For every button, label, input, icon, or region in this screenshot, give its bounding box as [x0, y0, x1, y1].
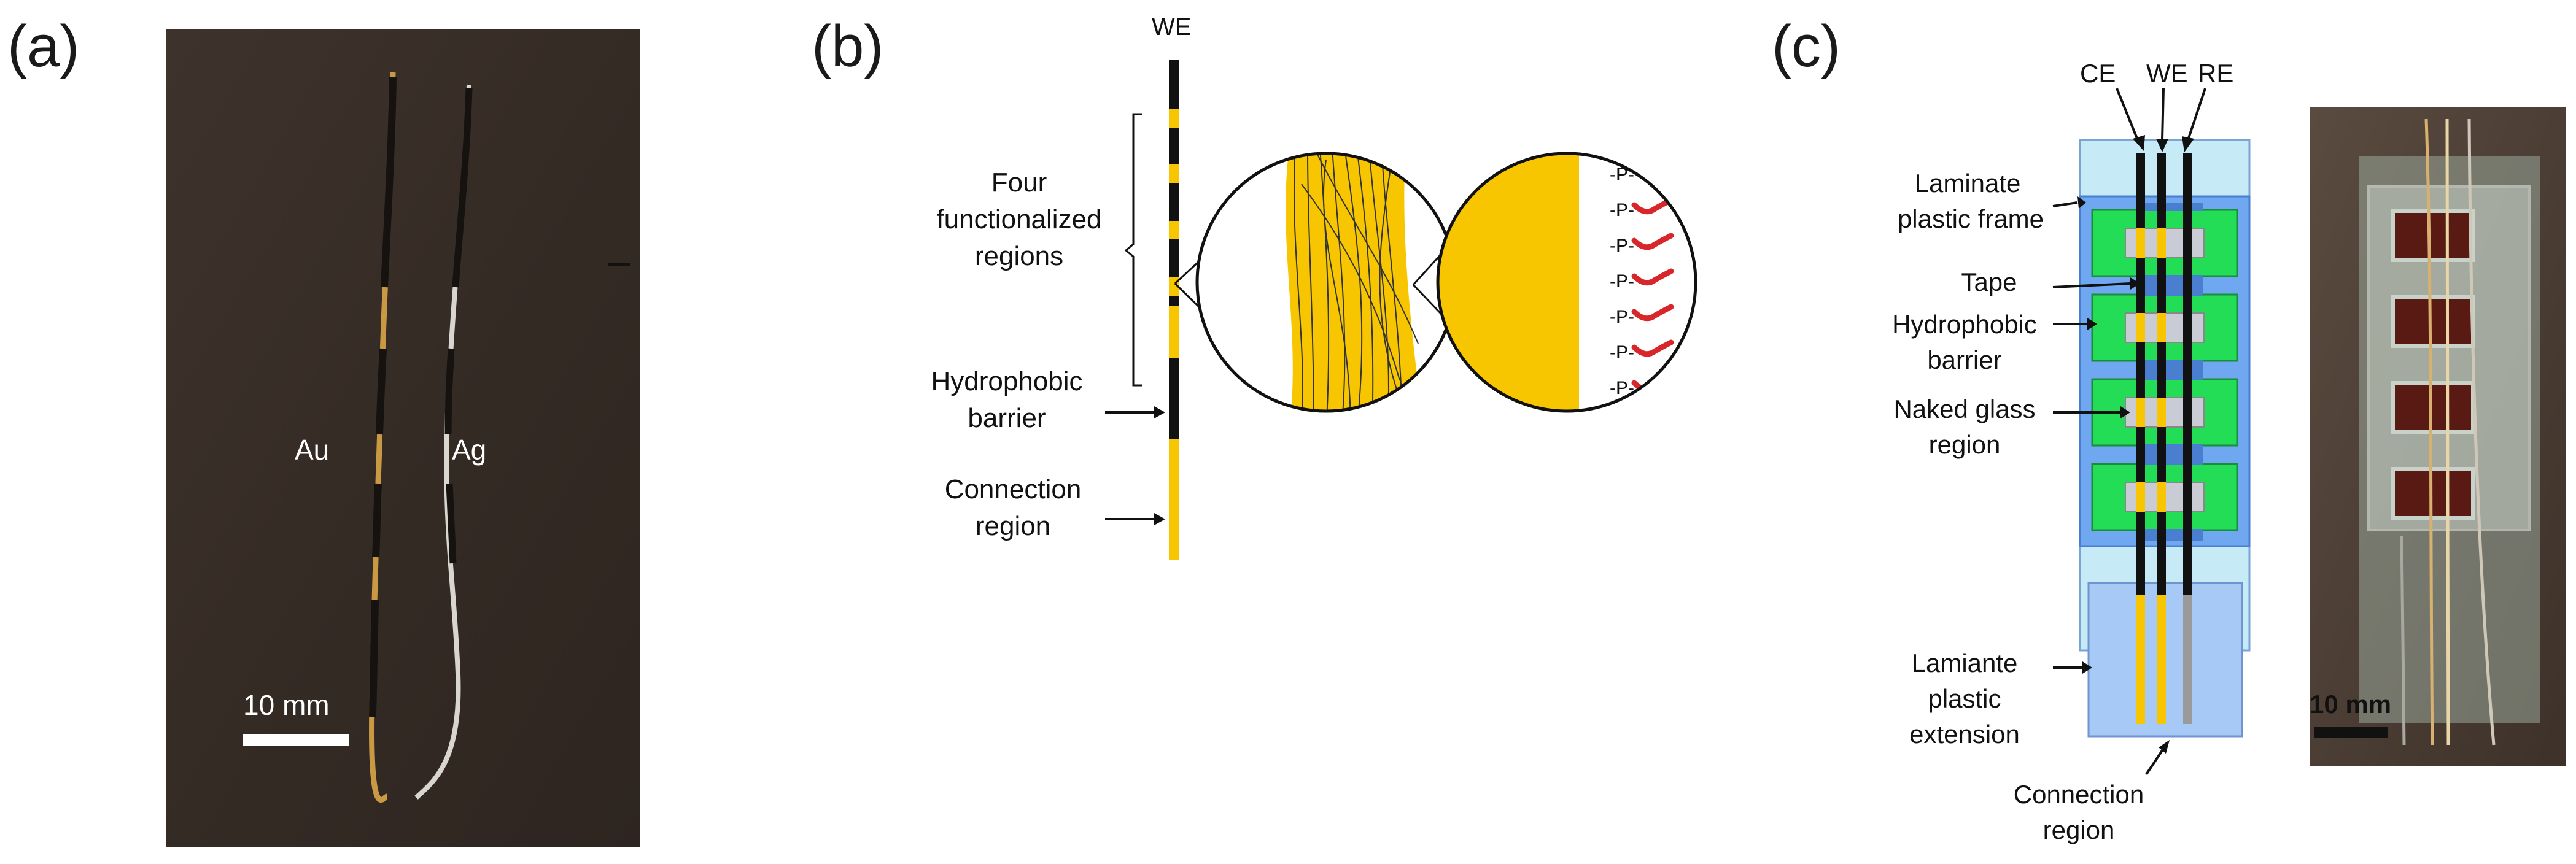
arrow-connection — [1105, 513, 1165, 525]
callout-connection-b-line1: Connection — [944, 474, 1082, 504]
panel-c-photo — [2310, 107, 2566, 766]
callout-barrier-c: Hydrophobic barrier — [1872, 307, 2057, 378]
panel-label-a: (a) — [7, 14, 80, 79]
fiber-bundle-circle — [1197, 153, 1455, 411]
callout-extension-line1: Lamiante — [1911, 649, 2018, 677]
chem-tags: -P- -P- -P- -P- -P- -P- -P- — [1610, 157, 1634, 406]
callout-barrier-c-line1: Hydrophobic — [1892, 310, 2037, 339]
arrows-top — [2116, 88, 2206, 141]
callout-barrier-b: Hydrophobic barrier — [915, 363, 1099, 437]
we-wire-c — [2157, 153, 2166, 724]
callout-extension-line2: plastic — [1928, 684, 2001, 713]
callout-barrier-b-line1: Hydrophobic — [931, 366, 1083, 396]
wire-label-ag: Ag — [452, 434, 487, 466]
panel-b-schematic — [1105, 60, 1697, 560]
arrow-barrier — [1105, 406, 1165, 418]
callout-connection-b: Connection region — [921, 471, 1105, 545]
callout-functionalized-line3: regions — [974, 241, 1064, 271]
callout-barrier-b-line2: barrier — [968, 403, 1046, 433]
we-label-b: WE — [1152, 14, 1192, 40]
ce-wire — [2136, 153, 2145, 724]
surface-chemistry-outline — [1436, 152, 1697, 413]
callout-glass-line1: Naked glass — [1893, 395, 2036, 423]
chem-tag: -P- — [1610, 378, 1634, 398]
photo-c-wires — [2400, 118, 2496, 746]
scale-label-a: 10 mm — [243, 689, 330, 721]
callout-connection-c: Connection region — [1987, 777, 2171, 848]
scale-bar-a — [243, 734, 349, 746]
we-wire — [1169, 60, 1179, 560]
photo-marker — [608, 263, 630, 266]
chem-tag: -P- — [1610, 307, 1634, 327]
callout-barrier-c-line2: barrier — [1927, 345, 2002, 374]
au-wire — [369, 72, 397, 803]
electrode-label-ce: CE — [2080, 59, 2116, 88]
callout-connection-c-line1: Connection — [2013, 780, 2144, 809]
ag-wire — [414, 84, 473, 800]
callout-glass-line2: region — [1928, 430, 2001, 459]
callout-glass: Naked glass region — [1872, 392, 2057, 463]
callout-functionalized: Four functionalized regions — [936, 164, 1101, 275]
photo-background — [166, 29, 640, 847]
chem-tag: -P- — [1610, 200, 1634, 220]
arrows-left — [2052, 201, 2165, 776]
callout-functionalized-line2: functionalized — [936, 204, 1102, 234]
callout-extension: Lamiante plastic extension — [1872, 646, 2057, 752]
panel-label-b: (b) — [812, 14, 884, 79]
panel-label-c: (c) — [1772, 14, 1841, 79]
chem-tag: -P- — [1610, 236, 1634, 256]
scale-label-c: 10 mm — [2310, 690, 2392, 719]
electrode-label-re: RE — [2198, 59, 2234, 88]
callout-connection-b-line2: region — [975, 511, 1051, 541]
wells — [2391, 209, 2475, 520]
re-wire — [2183, 153, 2192, 724]
callout-frame-line2: plastic frame — [1897, 204, 2044, 233]
callout-frame: Laminate plastic frame — [1885, 166, 2050, 237]
panel-a-photo — [166, 29, 640, 847]
brace — [1124, 113, 1142, 387]
callout-extension-line3: extension — [1909, 720, 2020, 749]
surface-chemistry-circle — [1438, 153, 1694, 411]
callout-connection-c-line2: region — [2043, 816, 2115, 844]
scale-bar-c — [2314, 727, 2388, 738]
callout-functionalized-line1: Four — [991, 168, 1047, 198]
wire-label-au: Au — [295, 434, 330, 466]
panel-c-schematic — [2052, 88, 2251, 776]
callout-frame-line1: Laminate — [1914, 169, 2021, 198]
chem-tag: -P- — [1610, 164, 1634, 185]
chem-tag: -P- — [1610, 342, 1634, 363]
chem-tag: -P- — [1610, 271, 1634, 291]
electrode-label-we: WE — [2146, 59, 2188, 88]
callout-tape: Tape — [1961, 268, 2017, 296]
